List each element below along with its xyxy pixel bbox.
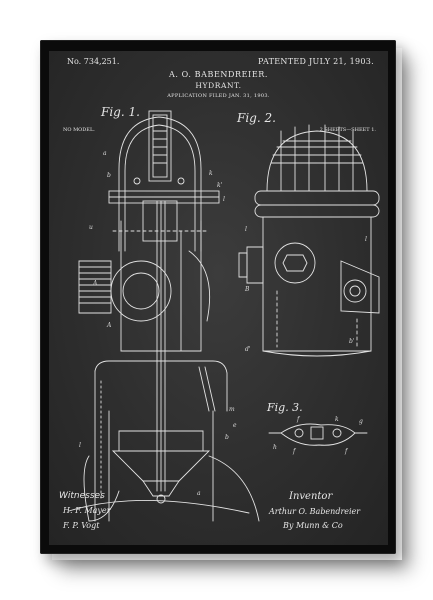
- sheets-label: 2 SHEETS—SHEET 1.: [319, 127, 376, 133]
- application-filed: APPLICATION FILED JAN. 31, 1903.: [167, 93, 270, 99]
- svg-text:k': k': [217, 182, 223, 189]
- svg-text:a: a: [197, 490, 201, 497]
- svg-text:l: l: [365, 236, 367, 243]
- witnesses-label: Witnesses: [59, 491, 105, 501]
- inventor-name: A. O. BABENDREIER.: [168, 70, 269, 79]
- svg-text:b: b: [225, 434, 229, 441]
- witness-signature-1: H. F. Mayer: [63, 506, 111, 515]
- patent-number: No. 734,251.: [67, 57, 120, 66]
- svg-text:l: l: [245, 226, 247, 233]
- svg-text:h: h: [273, 444, 277, 451]
- svg-text:a: a: [103, 150, 107, 157]
- svg-text:g: g: [359, 418, 363, 425]
- no-model-label: NO MODEL.: [63, 127, 95, 133]
- svg-text:u: u: [89, 224, 93, 231]
- svg-text:k: k: [209, 170, 213, 177]
- svg-text:A: A: [106, 322, 112, 329]
- svg-text:f: f: [292, 448, 297, 455]
- svg-text:k: k: [335, 416, 339, 423]
- svg-text:e: e: [233, 422, 237, 429]
- svg-text:b: b: [107, 172, 111, 179]
- fig1-label: Fig. 1.: [101, 105, 140, 119]
- fig3-label: Fig. 3.: [267, 401, 303, 414]
- inventor-signature: Arthur O. Babendreier: [269, 507, 361, 516]
- svg-text:b': b': [349, 338, 355, 345]
- patent-date: PATENTED JULY 21, 1903.: [258, 57, 374, 66]
- attorney-signature: By Munn & Co: [283, 521, 343, 530]
- svg-text:l: l: [79, 442, 81, 449]
- fig3-detail: [268, 423, 368, 446]
- svg-text:f: f: [296, 416, 301, 423]
- fig2-label: Fig. 2.: [237, 111, 276, 125]
- inventor-label: Inventor: [289, 491, 333, 502]
- witness-signature-2: F. P. Vogt: [63, 521, 100, 530]
- svg-text:m: m: [229, 406, 235, 413]
- svg-text:f: f: [344, 448, 349, 455]
- svg-text:B: B: [244, 286, 250, 293]
- patent-title: HYDRANT.: [195, 81, 242, 90]
- fig1-section-lower: [68, 350, 260, 522]
- fig2-hydrant-exterior: [238, 124, 380, 357]
- svg-text:l: l: [223, 196, 225, 203]
- svg-text:d': d': [245, 346, 251, 353]
- fig1-section-upper: [78, 110, 220, 352]
- patent-poster: No. 734,251. PATENTED JULY 21, 1903. A. …: [49, 51, 388, 545]
- svg-text:A: A: [92, 280, 98, 287]
